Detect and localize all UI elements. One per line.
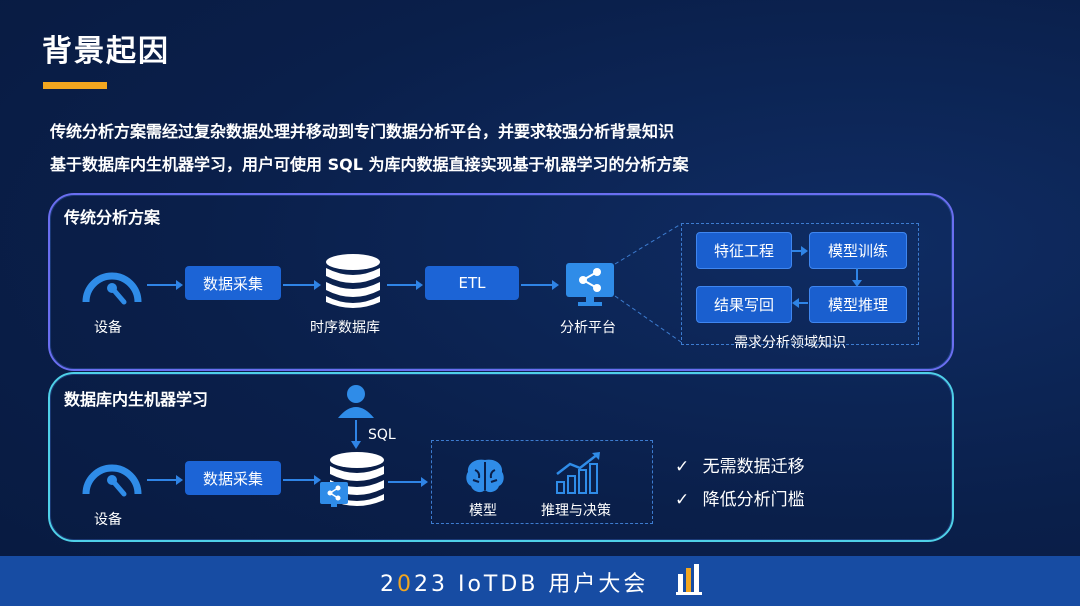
arrow [283, 475, 321, 485]
arrow [792, 246, 808, 256]
step-model-training: 模型训练 [809, 232, 907, 269]
lead-line-2: 基于数据库内生机器学习，用户可使用 SQL 为库内数据直接实现基于机器学习的分析… [50, 155, 689, 174]
down-arrow [852, 268, 862, 287]
share-monitor-icon [566, 263, 614, 306]
detail-box [681, 223, 919, 345]
page-title: 背景起因 [42, 34, 170, 69]
benefit-item: ✓ 降低分析门槛 [675, 485, 805, 510]
title-underline [43, 82, 107, 89]
check-icon: ✓ [675, 457, 690, 477]
arrow [147, 475, 183, 485]
data-collect-box: 数据采集 [185, 461, 281, 495]
footer-title: 2023 IoTDB 用户大会 [380, 566, 648, 598]
database-icon [326, 254, 380, 308]
benefit-text: 降低分析门槛 [702, 490, 805, 510]
etl-box: ETL [425, 266, 519, 300]
step-feature-engineering: 特征工程 [696, 232, 792, 269]
tsdb-label: 时序数据库 [310, 320, 380, 336]
device-label: 设备 [94, 320, 122, 336]
step-model-inference: 模型推理 [809, 286, 907, 323]
footer-title-accent: 0 [397, 572, 414, 597]
panel-in-db-ml [48, 372, 954, 542]
data-collect-box: 数据采集 [185, 266, 281, 300]
step-write-back: 结果写回 [696, 286, 792, 323]
arrow [388, 477, 428, 487]
footer-title-prefix: 2 [380, 572, 397, 597]
gauge-icon [82, 272, 142, 305]
ml-box [431, 440, 653, 524]
arrow [147, 280, 183, 290]
domain-knowledge-label: 需求分析领域知识 [734, 335, 846, 351]
iotdb-logo-icon [676, 564, 702, 595]
lead-line-1: 传统分析方案需经过复杂数据处理并移动到专门数据分析平台，并要求较强分析背景知识 [50, 122, 675, 141]
user-icon [338, 385, 374, 418]
check-icon: ✓ [675, 490, 690, 510]
device-label: 设备 [94, 512, 122, 528]
growth-chart-icon [556, 452, 600, 494]
footer-title-rest: 23 IoTDB 用户大会 [414, 572, 649, 597]
panel-in-db-ml-title: 数据库内生机器学习 [64, 390, 209, 409]
benefit-text: 无需数据迁移 [702, 457, 805, 477]
left-arrow [792, 298, 808, 308]
footer-bar [0, 556, 1080, 606]
down-arrow [351, 420, 361, 449]
model-label: 模型 [469, 503, 497, 519]
arrow [387, 280, 423, 290]
share-monitor-icon [320, 482, 348, 507]
arrow [283, 280, 321, 290]
brain-icon [466, 459, 504, 493]
arrow [521, 280, 559, 290]
platform-label: 分析平台 [560, 320, 616, 336]
zoom-lines [614, 223, 682, 343]
decision-label: 推理与决策 [541, 503, 611, 519]
gauge-icon [82, 464, 142, 497]
sql-label: SQL [368, 427, 396, 443]
panel-traditional [48, 193, 954, 371]
benefit-item: ✓ 无需数据迁移 [675, 452, 805, 477]
panel-traditional-title: 传统分析方案 [64, 208, 161, 227]
